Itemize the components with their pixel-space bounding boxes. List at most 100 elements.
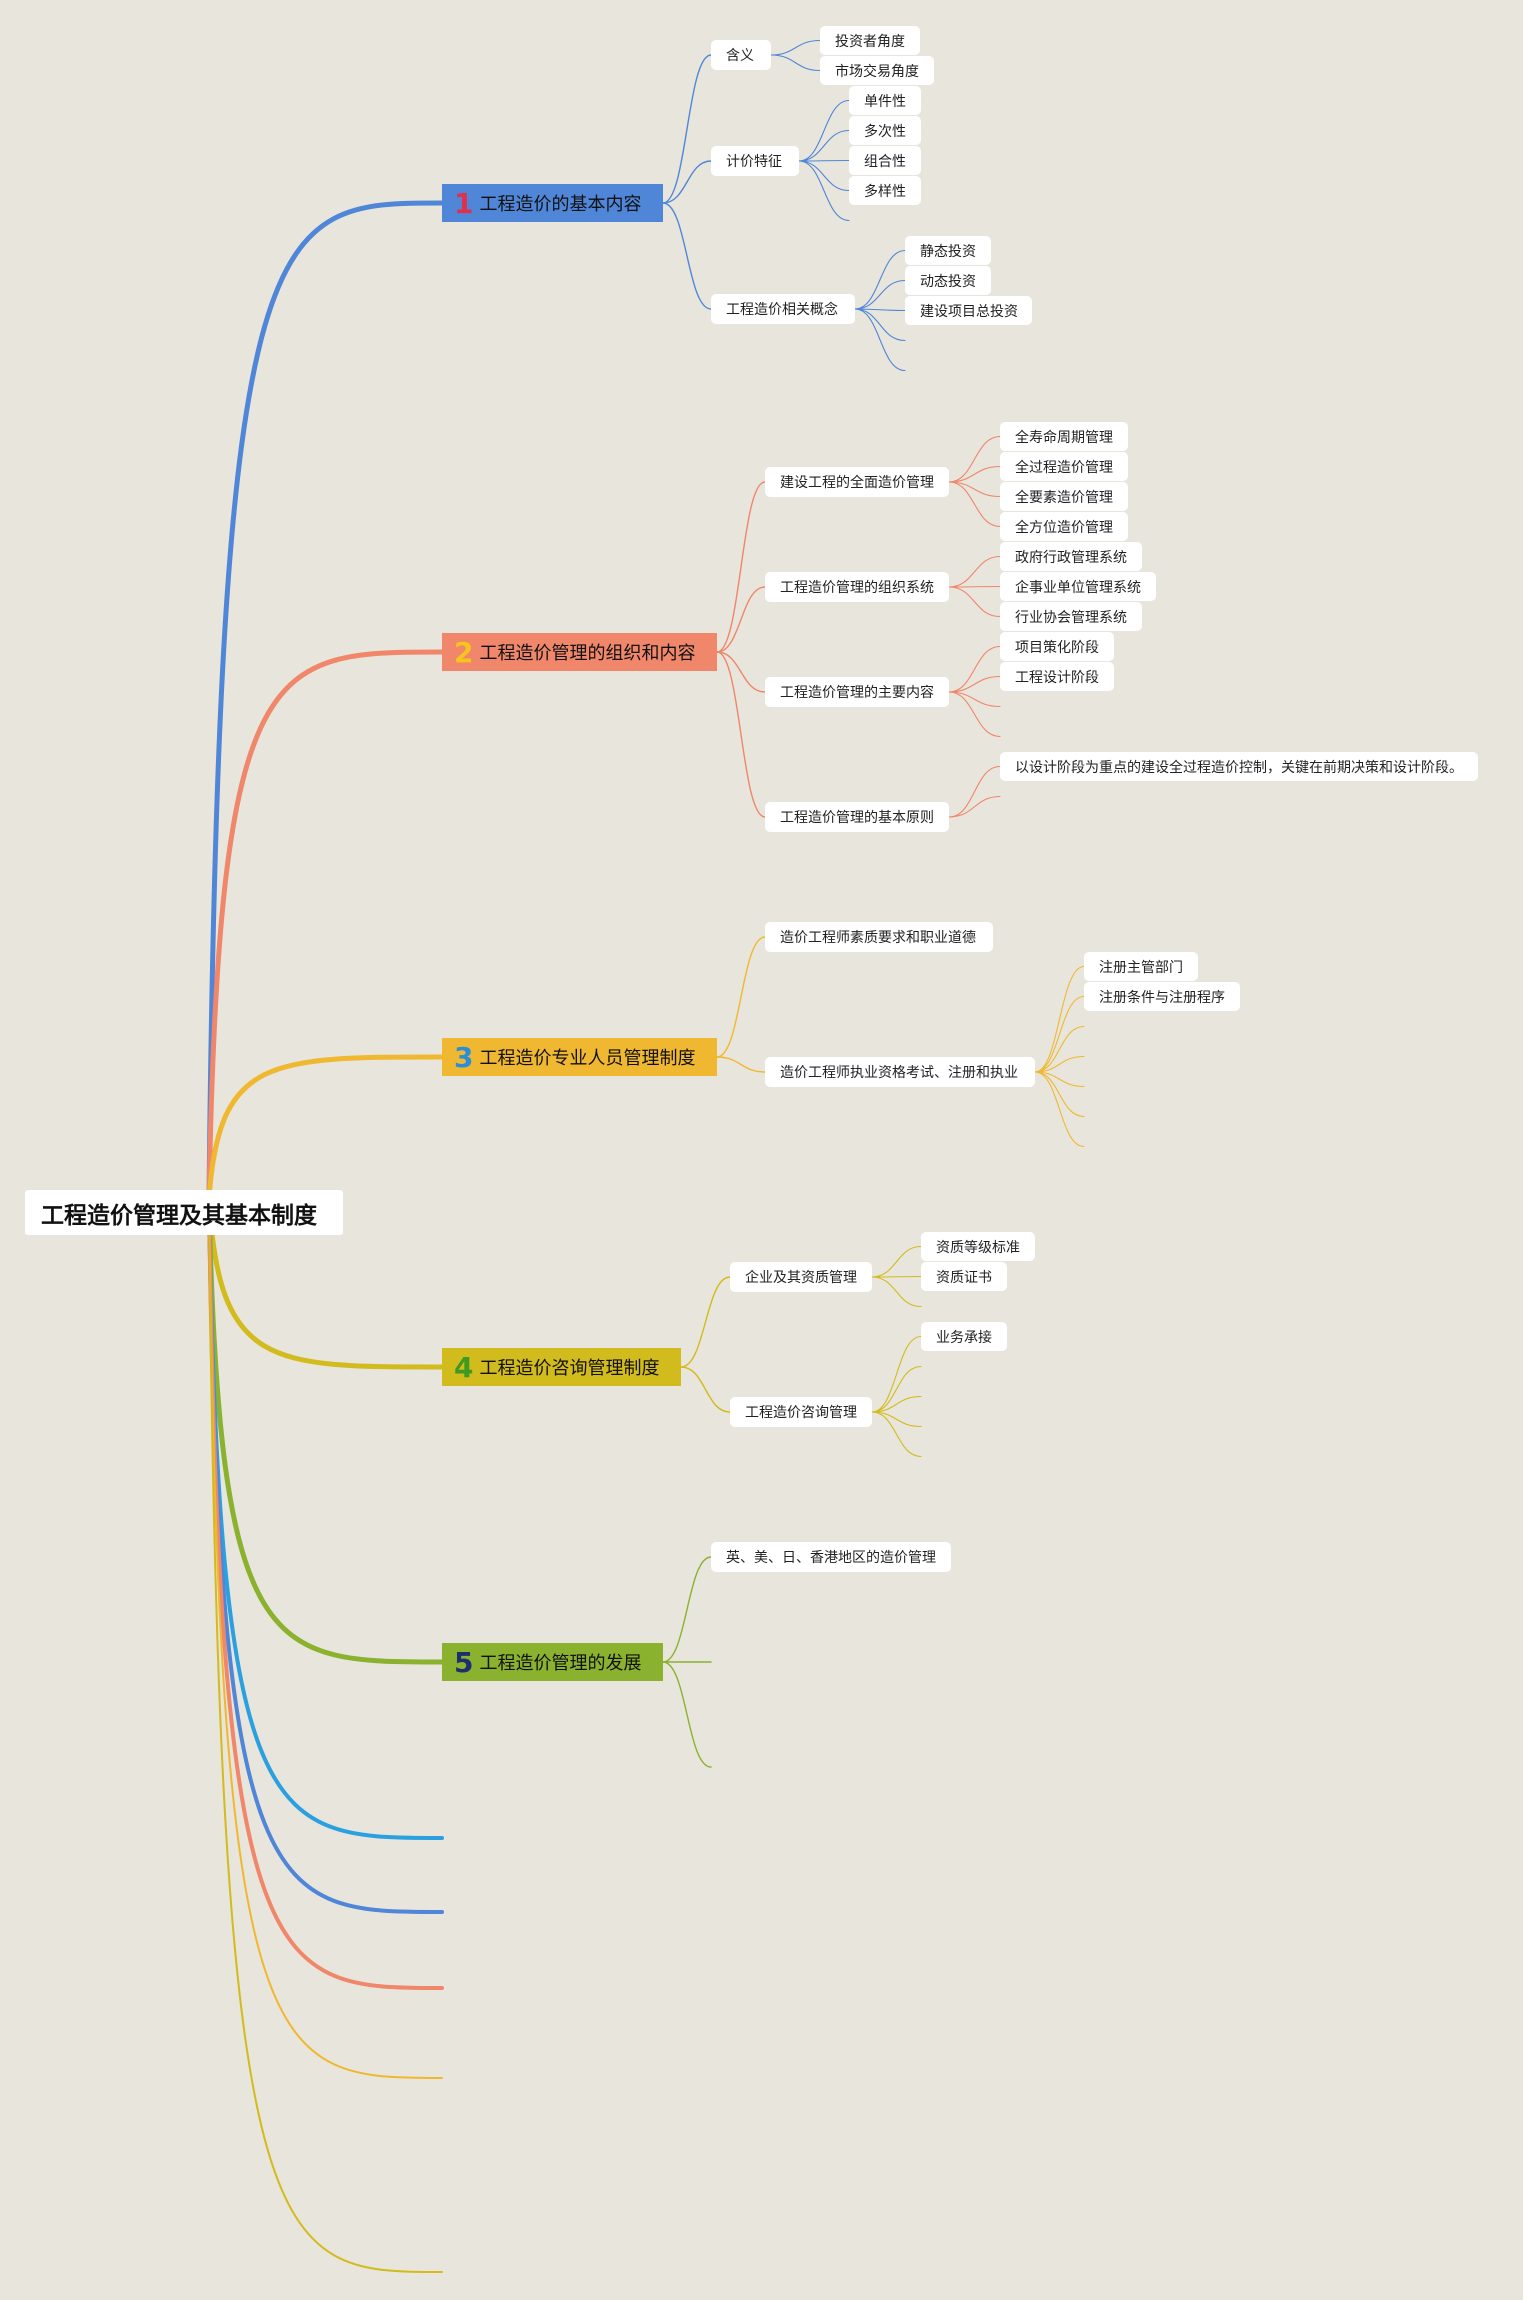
topic-label: 动态投资 [920,273,976,290]
topic-jijia-tezheng[interactable]: 计价特征 [711,146,799,176]
topic-jingtai-touzi[interactable]: 静态投资 [905,236,991,265]
topic-zizhi-zhengshu[interactable]: 资质证书 [921,1262,1007,1291]
topic-label: 工程造价管理的主要内容 [780,685,934,701]
root-to-branch-1 [206,200,445,1201]
subtopic-connector-3-2-6 [1034,1071,1085,1118]
topic-label: 注册主管部门 [1099,959,1183,976]
topic-label: 全方位造价管理 [1015,519,1113,536]
topic-qishiye-danwei[interactable]: 企事业单位管理系统 [1000,572,1156,601]
topic-label: 全寿命周期管理 [1015,429,1113,446]
subtopic-connector-2-2-2 [948,585,1001,588]
subtopic-connector-2-3-1 [948,645,1001,693]
branch-4-topic[interactable]: 4 工程造价咨询管理制度 [442,1348,681,1386]
topic-zuhexing[interactable]: 组合性 [849,146,921,175]
branch-3-label: 工程造价专业人员管理制度 [479,1048,696,1069]
topic-guowai-zaojia[interactable]: 英、美、日、香港地区的造价管理 [711,1542,951,1572]
topic-label: 建设项目总投资 [920,303,1018,320]
topic-zhiye-zige[interactable]: 造价工程师执业资格考试、注册和执业 [765,1057,1035,1087]
topic-zhuce-tiaojian[interactable]: 注册条件与注册程序 [1084,982,1240,1011]
branch-1-label: 工程造价的基本内容 [479,194,642,215]
topic-label: 静态投资 [920,243,976,260]
topic-touzizhe-jiaodu[interactable]: 投资者角度 [820,26,920,55]
topic-shichang-jiaoyi-jiaodu[interactable]: 市场交易角度 [820,56,934,85]
topic-quanfangwei[interactable]: 全方位造价管理 [1000,512,1128,541]
topic-zhuyao-neirong[interactable]: 工程造价管理的主要内容 [765,677,949,707]
subtopic-connector-4-2-1 [871,1335,922,1413]
subtopic-connector-1-2-2 [798,129,850,162]
topic-label: 政府行政管理系统 [1015,549,1127,566]
topic-hangye-xiehui[interactable]: 行业协会管理系统 [1000,602,1142,631]
subtopic-connector-4-2-2 [871,1365,922,1413]
topic-suzhi-yaoqiu[interactable]: 造价工程师素质要求和职业道德 [765,922,993,952]
topic-label: 造价工程师素质要求和职业道德 [780,930,976,946]
topic-qiye-zizhi[interactable]: 企业及其资质管理 [730,1262,872,1292]
topic-zuzhi-xitong[interactable]: 工程造价管理的组织系统 [765,572,949,602]
topic-zixun-guanli[interactable]: 工程造价咨询管理 [730,1397,872,1427]
topic-jiben-yuanze[interactable]: 工程造价管理的基本原则 [765,802,949,832]
topic-zhuce-zhuguan[interactable]: 注册主管部门 [1084,952,1198,981]
topic-label: 含义 [726,48,754,64]
topic-label: 组合性 [864,153,906,170]
subtopic-connector-4-1-3 [871,1276,922,1308]
branch-4-number: 4 [454,1350,474,1384]
branch-3-to-topic-1 [716,936,766,1058]
topic-label: 全要素造价管理 [1015,489,1113,506]
branch-5-to-topic-3 [662,1661,712,1768]
subtopic-connector-2-1-2 [948,465,1001,483]
topic-label: 工程造价管理的基本原则 [780,810,934,826]
root-to-empty-branch-3 [207,1196,444,1990]
subtopic-connector-1-3-2 [854,279,906,310]
branch-1-topic[interactable]: 1 工程造价的基本内容 [442,184,663,222]
topic-quanshouming[interactable]: 全寿命周期管理 [1000,422,1128,451]
topic-quanyaosu[interactable]: 全要素造价管理 [1000,482,1128,511]
branch-5-topic[interactable]: 5 工程造价管理的发展 [442,1643,663,1681]
topic-label: 造价工程师执业资格考试、注册和执业 [780,1065,1018,1081]
topic-yewu-chengjie[interactable]: 业务承接 [921,1322,1007,1351]
topic-danjianxing[interactable]: 单件性 [849,86,921,115]
topic-hanyi[interactable]: 含义 [711,40,771,70]
subtopic-connector-1-3-1 [854,249,906,310]
topic-xiangmu-cehua[interactable]: 项目策化阶段 [1000,632,1114,661]
topic-label: 资质等级标准 [936,1239,1020,1256]
topic-label: 建设工程的全面造价管理 [780,475,934,491]
topic-label: 投资者角度 [835,33,905,50]
topic-label: 工程造价咨询管理 [745,1405,857,1421]
topic-dongtai-touzi[interactable]: 动态投资 [905,266,991,295]
root-to-empty-branch-4 [208,1197,443,2079]
subtopic-connector-1-3-4 [854,308,906,342]
topic-label: 资质证书 [936,1269,992,1286]
subtopic-connector-1-2-3 [798,159,850,162]
subtopic-connector-2-4-1 [948,765,1001,818]
subtopic-connector-4-2-5 [871,1411,922,1458]
branch-1-number: 1 [454,186,474,220]
branch-3-topic[interactable]: 3 工程造价专业人员管理制度 [442,1038,717,1076]
topic-label: 工程造价管理的组织系统 [780,580,934,596]
topic-quanmian-zaojia[interactable]: 建设工程的全面造价管理 [765,467,949,497]
branch-1-to-topic-3 [662,202,712,310]
topic-duocixing[interactable]: 多次性 [849,116,921,145]
branch-2-number: 2 [454,635,474,669]
root-to-branch-4 [206,1196,445,1370]
topic-duoyangxing[interactable]: 多样性 [849,176,921,205]
root-topic[interactable]: 工程造价管理及其基本制度 [25,1190,343,1235]
branch-2-to-topic-1 [716,481,766,653]
topic-sheji-jieduan-zhongdian[interactable]: 以设计阶段为重点的建设全过程造价控制，关键在前期决策和设计阶段。 [1000,752,1478,781]
topic-zhengfu-xingzheng[interactable]: 政府行政管理系统 [1000,542,1142,571]
topic-label: 工程设计阶段 [1015,669,1099,686]
topic-xiangguan-gainian[interactable]: 工程造价相关概念 [711,294,855,324]
subtopic-connector-3-2-3 [1034,1025,1085,1073]
subtopic-connector-2-1-4 [948,481,1001,528]
topic-quanguocheng[interactable]: 全过程造价管理 [1000,452,1128,481]
topic-zizhi-dengji[interactable]: 资质等级标准 [921,1232,1035,1261]
topic-gongcheng-sheji[interactable]: 工程设计阶段 [1000,662,1114,691]
branch-3-to-topic-2 [716,1056,766,1073]
topic-zong-touzi[interactable]: 建设项目总投资 [905,296,1032,325]
branch-2-topic[interactable]: 2 工程造价管理的组织和内容 [442,633,717,671]
subtopic-connector-3-2-2 [1034,995,1085,1073]
branch-2-to-topic-4 [716,651,766,818]
root-to-branch-5 [206,1196,445,1665]
branch-4-label: 工程造价咨询管理制度 [479,1358,660,1379]
topic-label: 项目策化阶段 [1015,639,1099,656]
subtopic-connector-2-2-1 [948,555,1001,588]
